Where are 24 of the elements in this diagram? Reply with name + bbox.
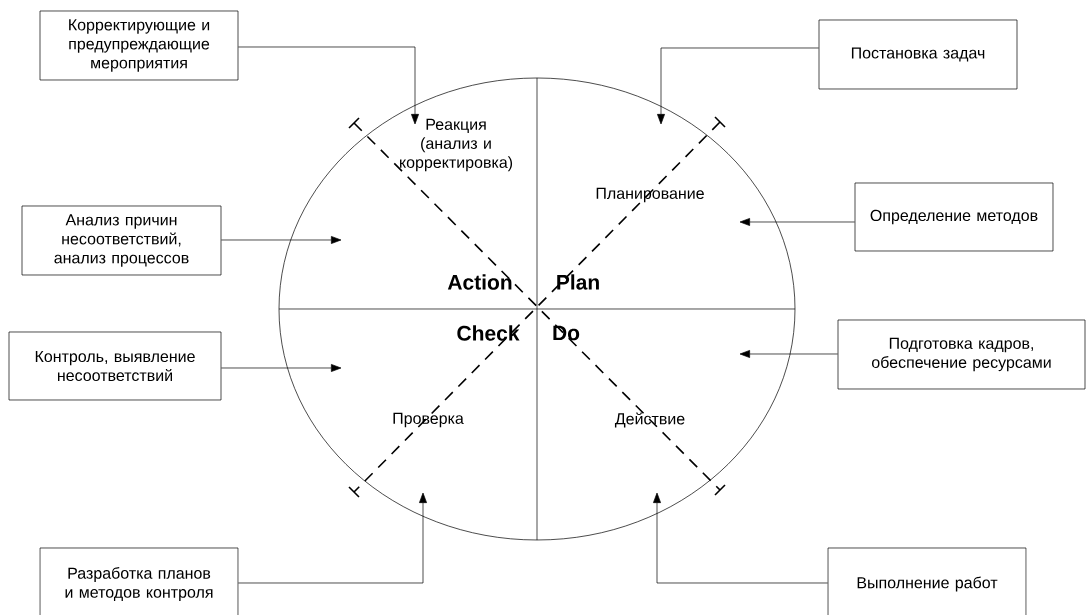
text-box: Выполнение работ <box>827 547 1027 615</box>
arrow <box>739 218 855 226</box>
arrow <box>653 492 828 584</box>
text-box: Постановка задач <box>818 19 1018 90</box>
phase-label: Do <box>553 325 580 341</box>
text-box: Подготовка кадров, обеспечение ресурсами <box>837 319 1086 390</box>
quadrant-label: Проверка <box>393 412 464 428</box>
text-box: Корректирующие и предупреждающие мероприятия <box>39 10 239 81</box>
text-box: Анализ причин несоответствий, анализ процессов <box>21 205 222 276</box>
arrow <box>739 350 838 358</box>
phase-label: Check <box>457 325 520 341</box>
arrow <box>221 364 342 372</box>
arrow <box>238 492 427 584</box>
quadrant-label: Действие <box>614 412 685 428</box>
arrow <box>238 46 419 125</box>
text-box: Разработка планов и методов контроля <box>39 547 239 615</box>
text-box: Определение методов <box>854 182 1054 252</box>
text-box: Контроль, выявление несоответствий <box>8 331 222 401</box>
phase-label: Action <box>447 274 512 290</box>
arrow <box>657 47 819 125</box>
phase-label: Plan <box>557 274 599 290</box>
arrow <box>221 236 342 244</box>
quadrant-label: Планирование <box>596 187 704 203</box>
quadrant-label: Реакция (анализ и корректировка) <box>400 118 513 172</box>
